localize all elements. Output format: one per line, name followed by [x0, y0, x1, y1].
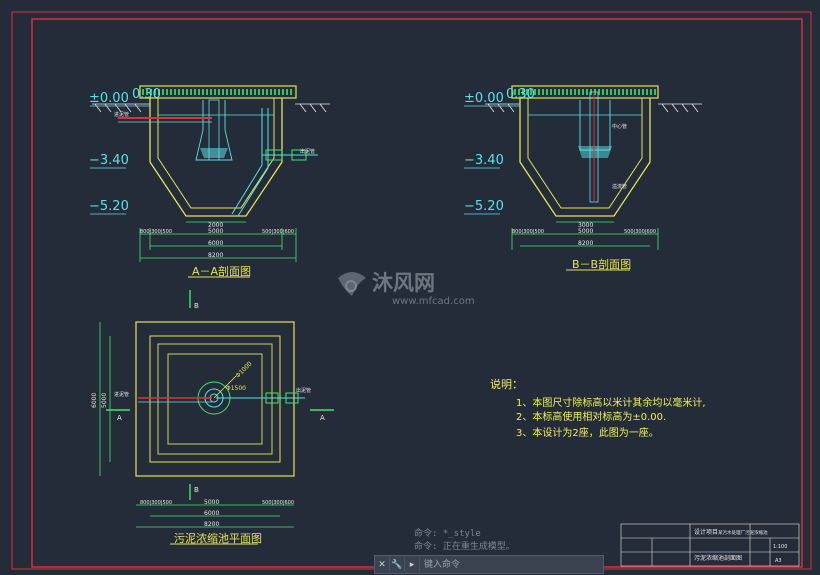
dim-left-chain-aa: 800|300|500	[140, 229, 172, 235]
label-center-bb: 中心管	[612, 123, 627, 130]
dimension-lines-plan	[99, 322, 294, 528]
elevation-bottom-aa: −5.20	[89, 199, 129, 214]
dim-6000-plan-vert: 6000	[91, 393, 98, 408]
section-aa[interactable]	[90, 85, 330, 278]
command-history-line-2: 命令: 正在重生成模型。	[414, 542, 515, 552]
command-history: 命令: *_style 命令: 正在重生成模型。	[414, 528, 515, 554]
label-dn-b: Φ1000	[234, 360, 253, 379]
elevation-ground-aa: ±0.00	[89, 91, 129, 106]
title-block[interactable]	[620, 523, 800, 567]
tb-sheet: A3	[775, 558, 782, 564]
dim-6000-plan: 6000	[204, 510, 219, 517]
dim-8200-bb: 8200	[578, 240, 593, 247]
elevation-ground-extra-aa: 0.30	[132, 87, 161, 102]
dim-5000-bb: 5000	[578, 228, 593, 235]
dim-right-chain-plan: 500|300|600	[262, 500, 294, 506]
elevation-mid-bb: −3.40	[464, 153, 504, 168]
dim-5000-plan: 5000	[204, 499, 219, 506]
label-overflow-bb: 溢流管	[612, 183, 627, 190]
dim-right-chain-bb: 500|300|600	[624, 229, 656, 235]
elevation-bottom-bb: −5.20	[464, 199, 504, 214]
label-outlet-aa: 出泥管	[300, 148, 315, 155]
close-icon[interactable]: ✕	[375, 557, 390, 572]
dim-5000-plan-vert: 5000	[101, 393, 108, 408]
marker-a-right: A	[320, 414, 325, 422]
dim-3000-bb: 3000	[578, 222, 593, 229]
label-outlet-plan: 出泥管	[296, 387, 311, 394]
marker-a-left: A	[117, 414, 122, 422]
title-section-bb: B－B剖面图	[572, 257, 631, 271]
prompt-icon[interactable]: ▸	[405, 557, 420, 572]
dim-5000-aa: 5000	[208, 228, 223, 235]
section-bb[interactable]	[464, 85, 702, 271]
notes-item-2: 2、本标高使用相对标高为±0.00.	[516, 410, 666, 423]
command-history-line-1: 命令: *_style	[414, 529, 481, 539]
dim-right-chain-aa: 500|300|600	[262, 229, 294, 235]
label-inlet-plan: 进泥管	[114, 391, 129, 398]
dimension-lines-aa	[139, 221, 297, 262]
elevation-ground-extra-bb: 0.30	[506, 87, 535, 102]
marker-b-bottom: B	[194, 486, 199, 494]
ground-hatch-bb	[485, 103, 702, 113]
elevation-markers-bb	[464, 105, 520, 215]
title-plan: 污泥浓缩池平面图	[174, 532, 262, 545]
dim-8200-aa: 8200	[208, 252, 223, 259]
elevation-ground-bb: ±0.00	[464, 91, 504, 106]
wrench-icon[interactable]: 🔧	[390, 557, 405, 572]
elevation-markers-aa	[90, 105, 150, 215]
label-inlet-aa: 进泥管	[114, 111, 129, 118]
dim-2000-aa: 2000	[208, 222, 223, 229]
marker-b-top: B	[194, 302, 199, 310]
command-line-bar[interactable]: ✕ 🔧 ▸	[374, 555, 604, 574]
dim-left-chain-plan: 800|300|500	[140, 500, 172, 506]
watermark-brand: 沐风网	[372, 271, 435, 295]
watermark: 沐风网 www.mfcad.com	[338, 271, 475, 307]
notes-item-3: 3、本设计为2座，此图为一座。	[516, 426, 659, 439]
watermark-url: www.mfcad.com	[392, 296, 475, 307]
tb-project-label: 设计项目	[694, 528, 718, 536]
plan-view[interactable]	[99, 290, 334, 545]
tb-scale: 1:100	[773, 544, 787, 550]
notes-item-1: 1、本图尺寸除标高以米计其余均以毫米计,	[516, 396, 706, 409]
label-dn-a: Φ1500	[226, 385, 246, 392]
dim-6000-aa: 6000	[208, 240, 223, 247]
ground-hatch-aa	[92, 103, 330, 113]
elevation-mid-aa: −3.40	[89, 153, 129, 168]
command-input[interactable]	[420, 558, 576, 571]
dimension-lines-bb	[511, 221, 659, 250]
tb-project-name: 某污水处理厂污泥浓缩池	[718, 529, 768, 536]
title-section-aa: A－A剖面图	[192, 264, 251, 278]
tb-drawing-name: 污泥浓缩池剖面图	[694, 554, 742, 562]
dim-8200-plan: 8200	[204, 521, 219, 528]
notes-heading: 说明：	[490, 377, 523, 391]
dim-left-chain-bb: 800|300|500	[512, 229, 544, 235]
